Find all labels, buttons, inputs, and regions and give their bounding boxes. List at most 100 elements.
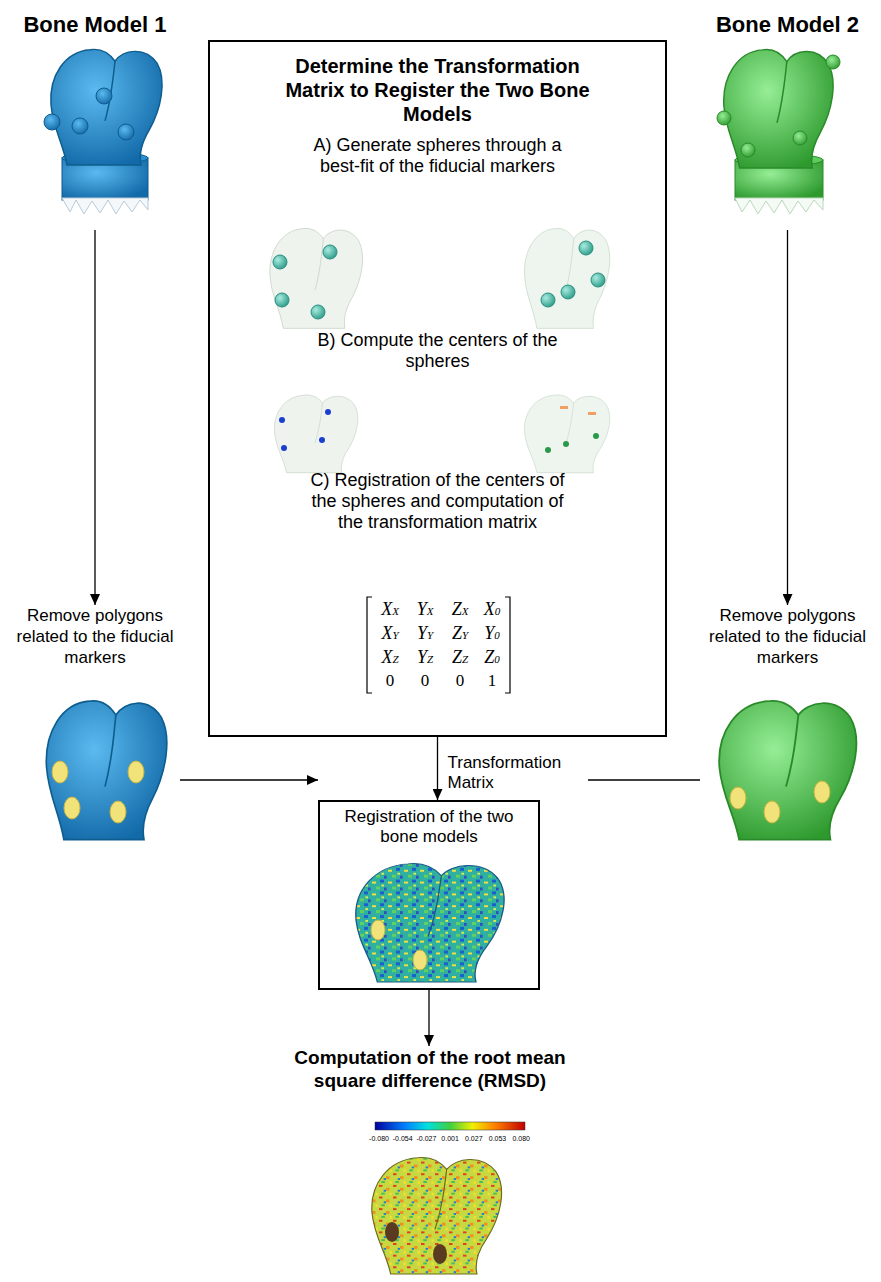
center-dot	[319, 437, 325, 443]
fitted-sphere	[323, 245, 337, 259]
bone-shape	[51, 49, 162, 165]
matrix-entry: XZ	[381, 647, 398, 668]
marker-hole	[433, 1244, 447, 1264]
matrix-entry: 1	[488, 671, 497, 691]
step-text: B) Compute the centers of the spheres	[298, 330, 578, 470]
fiducial-sphere	[826, 55, 840, 69]
matrix-entry: ZX	[452, 599, 469, 620]
matrix-entry: ZZ	[452, 647, 468, 668]
registered-bones	[356, 864, 504, 982]
center-dot	[281, 445, 287, 451]
label-slot: -0.027	[416, 1135, 436, 1142]
node-heading: Registration of the two bone models	[334, 802, 524, 847]
label-slot: ZY	[452, 623, 468, 644]
matrix-entry: ZY	[452, 623, 468, 644]
fitted-sphere	[579, 241, 593, 255]
node-heading: Remove polygons related to the fiducial …	[10, 605, 180, 668]
bone-shape	[46, 701, 166, 840]
matrix-entry: XX	[381, 599, 399, 620]
label-slot: -0.080	[369, 1135, 389, 1142]
faint-bone	[274, 395, 357, 473]
marker-hole	[764, 801, 780, 823]
process-box: Registration of the two bone models	[318, 800, 540, 990]
flow-arrow	[428, 990, 429, 1046]
label-slot: 1	[488, 671, 497, 691]
result-panel: Computation of the root mean square diff…	[275, 1046, 585, 1116]
sphere-fit-pictures	[270, 228, 610, 328]
label-slot: ZZ	[452, 647, 468, 668]
sphere-center-pictures	[274, 395, 609, 473]
label-slot: 0.027	[465, 1135, 483, 1142]
color-bar	[375, 1122, 525, 1130]
center-mark	[588, 412, 596, 415]
label-slot: ZX	[452, 599, 469, 620]
bone-shape	[719, 701, 856, 840]
matrix-entry: XY	[381, 623, 398, 644]
fitted-sphere	[273, 255, 287, 269]
label-slot: YZ	[417, 647, 433, 668]
matrix-entry: 0	[456, 671, 465, 691]
bone-shape	[356, 864, 504, 982]
fitted-sphere	[275, 293, 289, 307]
label-slot: 0	[386, 671, 395, 691]
fiducial-sphere	[44, 114, 60, 130]
matrix-entry: YY	[417, 623, 433, 644]
flow-arrow	[787, 230, 788, 605]
step-panel: Remove polygons related to the fiducial …	[700, 605, 875, 845]
color-scale-value: -0.027	[416, 1135, 436, 1142]
label-slot: YX	[417, 599, 434, 620]
center-dot	[593, 433, 599, 439]
center-mark	[560, 406, 568, 409]
step-text: C) Registration of the centers of the sp…	[308, 470, 568, 533]
step-panel: Remove polygons related to the fiducial …	[10, 605, 180, 845]
bone-shape	[372, 1157, 502, 1274]
node-heading: Remove polygons related to the fiducial …	[700, 605, 875, 668]
matrix-entry: YZ	[417, 647, 433, 668]
marker-hole	[64, 797, 80, 819]
node-heading: Determine the Transformation Matrix to R…	[268, 42, 608, 135]
color-scale-value: 0.001	[441, 1135, 459, 1142]
label-slot: 0.080	[512, 1135, 530, 1142]
color-scale-value: -0.080	[369, 1135, 389, 1142]
faint-bone	[524, 395, 609, 473]
faint-bone	[524, 228, 609, 328]
faint-bone	[270, 228, 363, 328]
center-dot	[325, 409, 331, 415]
label-slot: 0	[421, 671, 430, 691]
frayed-edge	[62, 198, 148, 214]
label-slot: XY	[381, 623, 398, 644]
matrix-entry: 0	[386, 671, 395, 691]
flow-arrow	[94, 230, 95, 605]
node-heading: Bone Model 2	[700, 8, 875, 38]
label-slot: XX	[381, 599, 399, 620]
bone-shape	[724, 50, 833, 168]
process-box: Determine the Transformation Matrix to R…	[208, 40, 667, 737]
bone-model-green	[717, 50, 840, 214]
matrix-entry: Y0	[484, 623, 500, 644]
flow-arrow	[437, 737, 438, 800]
marker-hole	[814, 781, 830, 803]
fiducial-sphere	[793, 131, 807, 145]
center-dot	[279, 417, 285, 423]
label-slot: 0.001	[441, 1135, 459, 1142]
matrix-entry: YX	[417, 599, 434, 620]
matrix-entry: X0	[484, 599, 501, 620]
label-slot: Z0	[484, 647, 500, 668]
fitted-sphere	[311, 305, 325, 319]
bone-without-markers-blue	[46, 701, 166, 840]
node-heading: Bone Model 1	[10, 8, 180, 38]
flow-arrow	[180, 779, 318, 780]
fitted-sphere	[541, 293, 555, 307]
fiducial-sphere	[118, 124, 134, 140]
matrix-bracket	[367, 597, 372, 693]
center-dot	[563, 441, 569, 447]
marker-hole	[371, 920, 385, 940]
label-slot: Y0	[484, 623, 500, 644]
bone-without-markers-green	[719, 701, 856, 840]
fiducial-sphere	[717, 111, 731, 125]
fiducial-sphere	[96, 88, 112, 104]
center-dot	[545, 447, 551, 453]
color-scale-value: 0.080	[512, 1135, 530, 1142]
label-slot: X0	[484, 599, 501, 620]
